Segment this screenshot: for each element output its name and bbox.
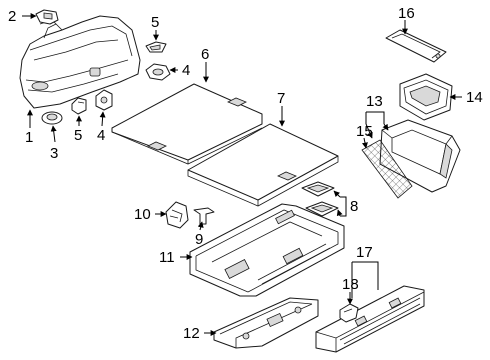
part-small-bracket	[193, 207, 215, 225]
part-latch	[165, 201, 189, 229]
callout-4-top: 4	[182, 62, 190, 79]
part-lid-panel	[385, 29, 447, 63]
part-cargo-cover	[111, 83, 263, 165]
part-bracket-left	[95, 89, 113, 111]
callout-10: 10	[134, 206, 151, 223]
callout-9: 9	[195, 231, 203, 248]
part-grommet	[41, 111, 63, 125]
part-compartment-bin	[399, 73, 453, 121]
callout-7: 7	[277, 90, 285, 107]
callout-6: 6	[201, 46, 209, 63]
callout-8: 8	[350, 198, 358, 215]
part-floor-covers	[301, 181, 339, 217]
part-floor-panel	[187, 123, 339, 207]
callout-3: 3	[50, 145, 58, 162]
callout-17: 17	[356, 244, 373, 261]
part-socket-top	[145, 63, 171, 81]
callout-16: 16	[398, 5, 415, 22]
callout-5-left: 5	[74, 127, 82, 144]
callout-labels: 2 1 3 5 4 5 4 6 7 8 9 10 11 12 13 14 15 …	[8, 5, 483, 342]
callout-14: 14	[466, 89, 483, 106]
part-sill-plate	[315, 285, 425, 353]
callout-1: 1	[25, 129, 33, 146]
callout-4-left: 4	[97, 127, 105, 144]
part-quarter-trim-panel	[19, 15, 141, 109]
part-clip	[35, 9, 59, 25]
callout-12: 12	[183, 325, 200, 342]
callout-13: 13	[366, 93, 383, 110]
part-cover-top	[145, 41, 167, 53]
callout-2: 2	[8, 8, 16, 25]
part-cargo-net	[361, 139, 413, 199]
part-cap-left	[71, 97, 87, 115]
callout-15: 15	[356, 123, 373, 140]
part-lower-tray	[213, 297, 319, 349]
callout-11: 11	[159, 249, 175, 266]
callout-5-top: 5	[151, 14, 159, 31]
part-floor-tray	[189, 203, 345, 297]
callout-18: 18	[342, 276, 359, 293]
leader-lines	[22, 13, 462, 336]
